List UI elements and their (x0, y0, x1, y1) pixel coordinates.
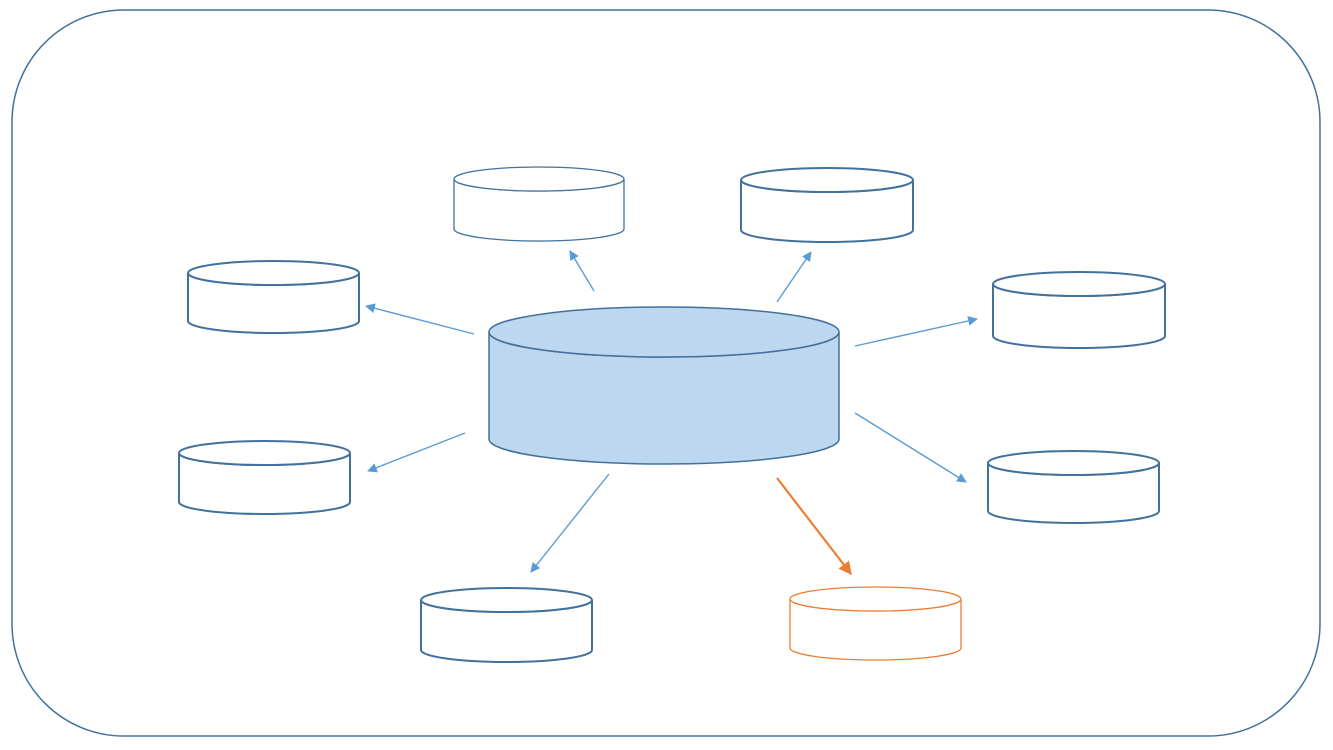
edge-hub-to-bottom-right (776, 477, 852, 576)
edge-hub-to-left-upper (365, 303, 475, 335)
database-cylinder-left-upper-top (187, 260, 360, 286)
edges-layer (365, 250, 978, 576)
hub-database-cylinder (488, 306, 840, 465)
database-cylinder-bottom-right-top (789, 586, 962, 612)
database-cylinder-bottom-right (789, 586, 962, 661)
edge-hub-to-right-upper (854, 316, 978, 347)
edge-hub-to-right-lower (854, 412, 967, 483)
database-cylinder-left-lower-top (178, 440, 351, 466)
database-cylinder-top-left (453, 166, 625, 242)
database-cylinder-bottom-left (420, 587, 593, 663)
database-cylinder-right-upper (992, 271, 1166, 349)
database-cylinder-top-left-top (453, 166, 625, 192)
edge-hub-to-bottom-left (530, 473, 610, 573)
database-cylinder-right-upper-top (992, 271, 1166, 297)
database-cylinder-top-right (740, 167, 914, 243)
database-cylinder-right-lower (987, 450, 1160, 524)
nodes-layer (178, 166, 1166, 663)
edge-hub-to-left-lower (367, 432, 466, 473)
database-cylinder-right-lower-top (987, 450, 1160, 476)
database-cylinder-left-upper (187, 260, 360, 334)
edge-hub-to-top-left (569, 250, 595, 292)
database-cylinder-bottom-left-top (420, 587, 593, 613)
edge-hub-to-top-right (776, 251, 812, 303)
database-cylinder-top-right-top (740, 167, 914, 193)
database-cylinder-left-lower (178, 440, 351, 515)
hub-database-cylinder-top (488, 306, 840, 358)
